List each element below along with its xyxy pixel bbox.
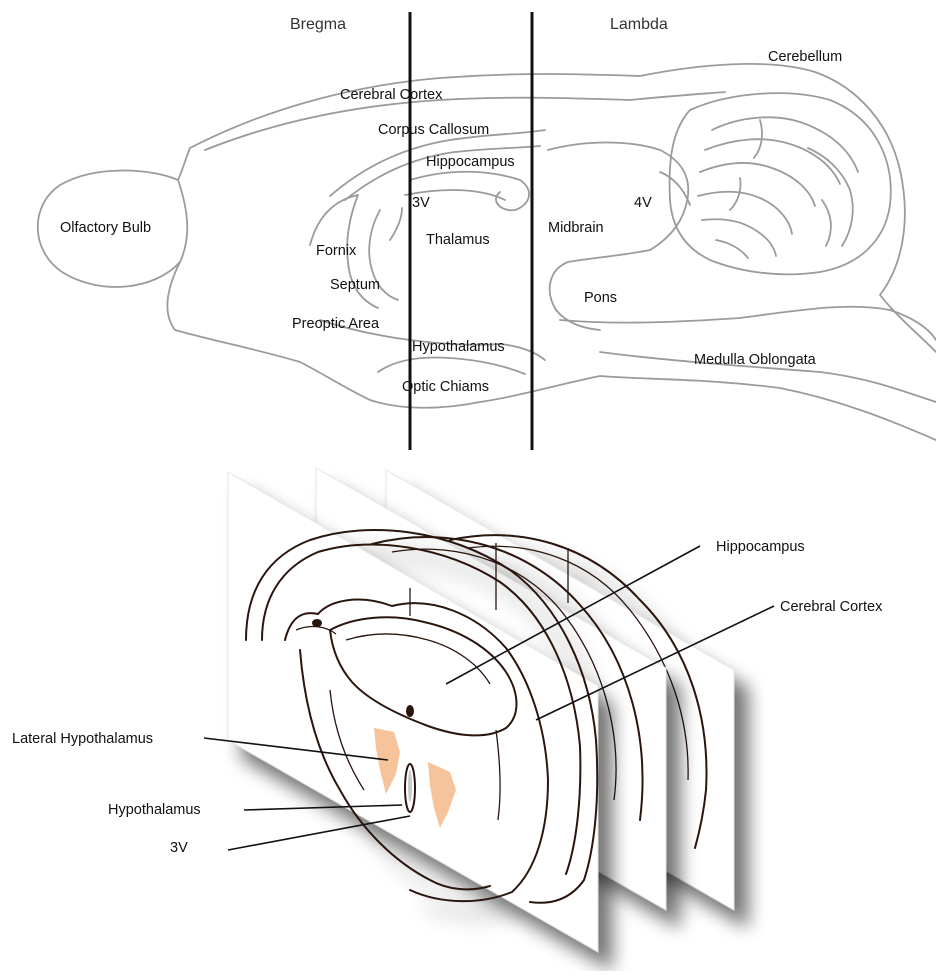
coronal-hypothalamus-label: Hypothalamus [108, 802, 201, 818]
thalamus-label: Thalamus [426, 232, 490, 248]
fornix-label: Fornix [316, 243, 357, 259]
lambda-label: Lambda [610, 16, 668, 33]
preoptic-area-label: Preoptic Area [292, 316, 380, 332]
coronal-cerebral-cortex-label: Cerebral Cortex [780, 599, 883, 615]
coronal-third-ventricle-label: 3V [170, 840, 188, 856]
optic-chiasm-label: Optic Chiams [402, 379, 489, 395]
fourth-ventricle-label: 4V [634, 195, 652, 211]
olfactory-bulb-label: Olfactory Bulb [60, 220, 151, 236]
hypothalamus-label: Hypothalamus [412, 339, 505, 355]
corpus-callosum-label: Corpus Callosum [378, 122, 489, 138]
hippocampus-label: Hippocampus [426, 154, 515, 170]
cerebral-cortex-label: Cerebral Cortex [340, 87, 443, 103]
coronal-hippocampus-label: Hippocampus [716, 539, 805, 555]
septum-label: Septum [330, 277, 380, 293]
third-ventricle-label: 3V [412, 195, 430, 211]
medulla-oblongata-label: Medulla Oblongata [694, 352, 817, 368]
pons-label: Pons [584, 290, 617, 306]
bregma-label: Bregma [290, 16, 346, 33]
midbrain-label: Midbrain [548, 220, 604, 236]
cerebellum-label: Cerebellum [768, 49, 842, 65]
coronal-lateral-hypothalamus-label: Lateral Hypothalamus [12, 731, 153, 747]
